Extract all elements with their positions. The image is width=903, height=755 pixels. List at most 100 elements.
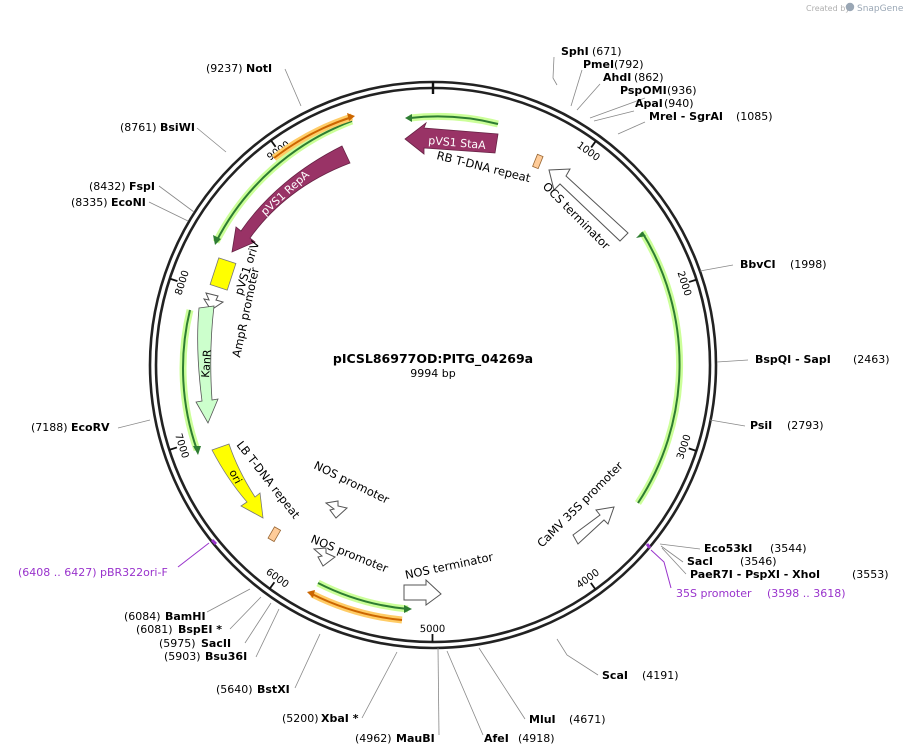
site-position-label: (3544) [770, 542, 807, 555]
site-name-label[interactable]: FspI [129, 180, 155, 193]
feature-rb-tdna-box [532, 153, 544, 170]
orf-arcs [179, 112, 684, 613]
site-position-label: (5200) [282, 712, 319, 725]
site-position-label: (2793) [787, 419, 824, 432]
site-position-label: (1998) [790, 258, 827, 271]
site-position-label: (2463) [853, 353, 890, 366]
primer-marks [177, 538, 672, 589]
primer-label-pbr322[interactable]: pBR322ori-F [100, 566, 168, 579]
feature-label-ori: ori [226, 467, 244, 486]
primer-range-35s: (3598 .. 3618) [767, 587, 846, 600]
site-name-label[interactable]: MluI [529, 713, 556, 726]
feature-pvs1-repa[interactable]: pVS1 RepA [231, 145, 351, 253]
site-position-label: (5975) [159, 637, 196, 650]
feature-pvs1-oriv[interactable] [209, 257, 237, 291]
feature-nos-promoter-2[interactable] [312, 547, 336, 567]
site-name-label[interactable]: NotI [246, 62, 272, 75]
site-position-label: (4671) [569, 713, 606, 726]
site-position-label: (936) [667, 84, 697, 97]
site-position-label: (1085) [736, 110, 773, 123]
feature-nos-promoter-1[interactable] [324, 500, 349, 519]
tick-mark [270, 139, 277, 148]
site-name-label[interactable]: PmeI [583, 58, 614, 71]
site-position-label: (3553) [852, 568, 889, 581]
site-name-label[interactable]: SacI [687, 555, 713, 568]
feature-label-rb-tdna: RB T-DNA repeat [435, 148, 532, 185]
site-position-label: (8761) [120, 121, 157, 134]
site-name-label[interactable]: BspEI * [178, 623, 222, 636]
primer-label-35s[interactable]: 35S promoter [676, 587, 752, 600]
tick-label: 2000 [674, 270, 692, 298]
site-name-label[interactable]: Bsu36I [205, 650, 247, 663]
site-name-label[interactable]: MreI - SgrAI [649, 110, 723, 123]
primer-range-pbr322: (6408 .. 6427) [18, 566, 97, 579]
site-name-label[interactable]: PaeR7I - PspXI - XhoI [690, 568, 820, 581]
site-position-label: (4918) [518, 732, 555, 745]
feature-label-ampr-promoter: AmpR promoter [229, 266, 262, 359]
tick-mark [169, 446, 178, 451]
feature-kanr[interactable]: KanR [195, 305, 219, 424]
site-name-label[interactable]: SacII [201, 637, 231, 650]
site-position-label: (8432) [89, 180, 126, 193]
feature-lb-tdna-box [267, 526, 282, 543]
plasmid-length: 9994 bp [410, 367, 455, 380]
tick-label: 3000 [675, 433, 693, 461]
feature-ocs-terminator[interactable] [548, 168, 629, 242]
tick-mark [268, 581, 276, 590]
feature-ori[interactable]: ori [211, 443, 264, 519]
site-name-label[interactable]: BstXI [257, 683, 290, 696]
site-position-label: (7188) [31, 421, 68, 434]
site-position-label: (940) [664, 97, 694, 110]
restriction-site-labels: SphI(671)PmeI(792)AhdI(862)PspOMI(936) Ap… [31, 45, 890, 745]
site-position-label: (4191) [642, 669, 679, 682]
feature-label-nos-promoter-1: NOS promoter [312, 458, 392, 507]
feature-label-kanr: KanR [199, 349, 214, 379]
tick-label: 5000 [420, 624, 445, 635]
tick-mark [590, 582, 597, 590]
site-name-label[interactable]: PspOMI [620, 84, 667, 97]
site-name-label[interactable]: XbaI * [321, 712, 359, 725]
site-position-label: (8335) [71, 196, 108, 209]
site-name-label[interactable]: AfeI [484, 732, 509, 745]
site-position-label: (9237) [206, 62, 243, 75]
site-position-label: (671) [592, 45, 622, 58]
credit-app: SnapGene [857, 4, 903, 14]
site-position-label: (6084) [124, 610, 161, 623]
site-position-label: (792) [614, 58, 644, 71]
tick-label: 8000 [173, 269, 191, 297]
feature-ampr-promoter[interactable] [202, 292, 225, 311]
site-position-label: (6081) [136, 623, 173, 636]
site-name-label[interactable]: PsiI [750, 419, 772, 432]
tick-mark [688, 447, 697, 452]
site-name-label[interactable]: MauBI [396, 732, 435, 745]
site-name-label[interactable]: EcoNI [111, 196, 146, 209]
site-name-label[interactable]: EcoRV [71, 421, 110, 434]
feature-nos-terminator[interactable] [403, 578, 442, 606]
tick-mark [590, 140, 597, 148]
site-name-label[interactable]: ApaI [635, 97, 663, 110]
site-name-label[interactable]: Eco53kI [704, 542, 752, 555]
site-name-label[interactable]: BspQI - SapI [755, 353, 831, 366]
site-position-label: (862) [634, 71, 664, 84]
site-name-label[interactable]: AhdI [603, 71, 631, 84]
site-position-label: (3546) [740, 555, 777, 568]
site-name-label[interactable]: BbvCI [740, 258, 776, 271]
feature-pvs1-staa[interactable]: pVS1 StaA [404, 121, 499, 155]
site-name-label[interactable]: BamHI [165, 610, 206, 623]
feature-label-pvs1-staa: pVS1 StaA [428, 134, 487, 152]
site-name-label[interactable]: BsiWI [160, 121, 195, 134]
feature-camv-35s-promoter[interactable] [572, 506, 615, 545]
site-name-label[interactable]: SphI [561, 45, 589, 58]
site-position-label: (5903) [164, 650, 201, 663]
orange-orf-arcs [271, 113, 403, 624]
snapgene-logo-icon [845, 2, 855, 12]
site-name-label[interactable]: ScaI [602, 669, 628, 682]
tick-label: 7000 [172, 432, 190, 460]
tick-mark [688, 278, 697, 283]
tick-mark [169, 277, 178, 282]
site-leaders [117, 56, 749, 736]
site-position-label: (5640) [216, 683, 253, 696]
feature-label-nos-terminator: NOS terminator [404, 550, 495, 582]
site-position-label: (4962) [355, 732, 392, 745]
